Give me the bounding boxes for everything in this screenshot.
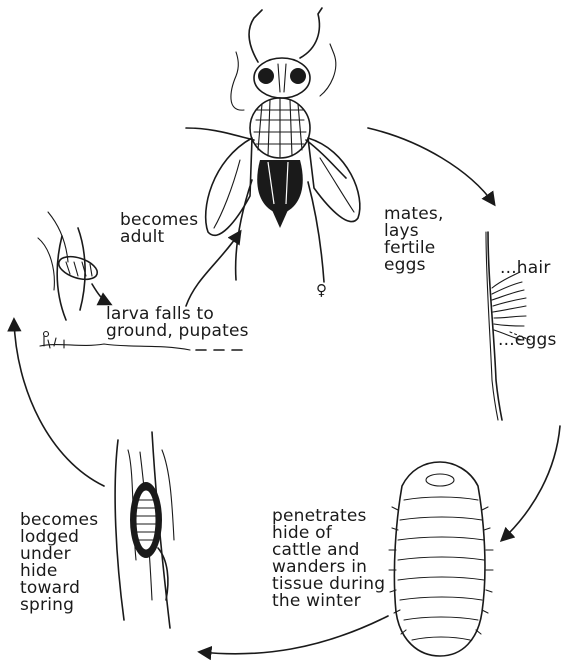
label-larva-falls: larva falls to ground, pupates — [106, 306, 249, 340]
label-eggs: ...eggs — [498, 332, 557, 349]
arrow-larva-to-hide — [200, 616, 388, 654]
adult-fly-illustration — [186, 8, 360, 282]
label-female-symbol: ♀ — [316, 282, 327, 299]
hide-section-illustration — [115, 432, 174, 628]
label-lodged-under-hide: becomes lodged under hide toward spring — [20, 512, 98, 614]
arrow-eggs-to-larva — [502, 426, 560, 540]
pupa-on-ground-illustration — [38, 212, 110, 320]
label-penetrates-hide: penetrates hide of cattle and wanders in… — [272, 508, 385, 610]
larva-illustration — [389, 462, 493, 656]
label-becomes-adult: becomes adult — [120, 212, 198, 246]
label-hair: ...hair — [500, 260, 551, 277]
arrow-fly-to-eggs — [368, 128, 494, 204]
label-mates-lays-eggs: mates, lays fertile eggs — [384, 206, 444, 274]
